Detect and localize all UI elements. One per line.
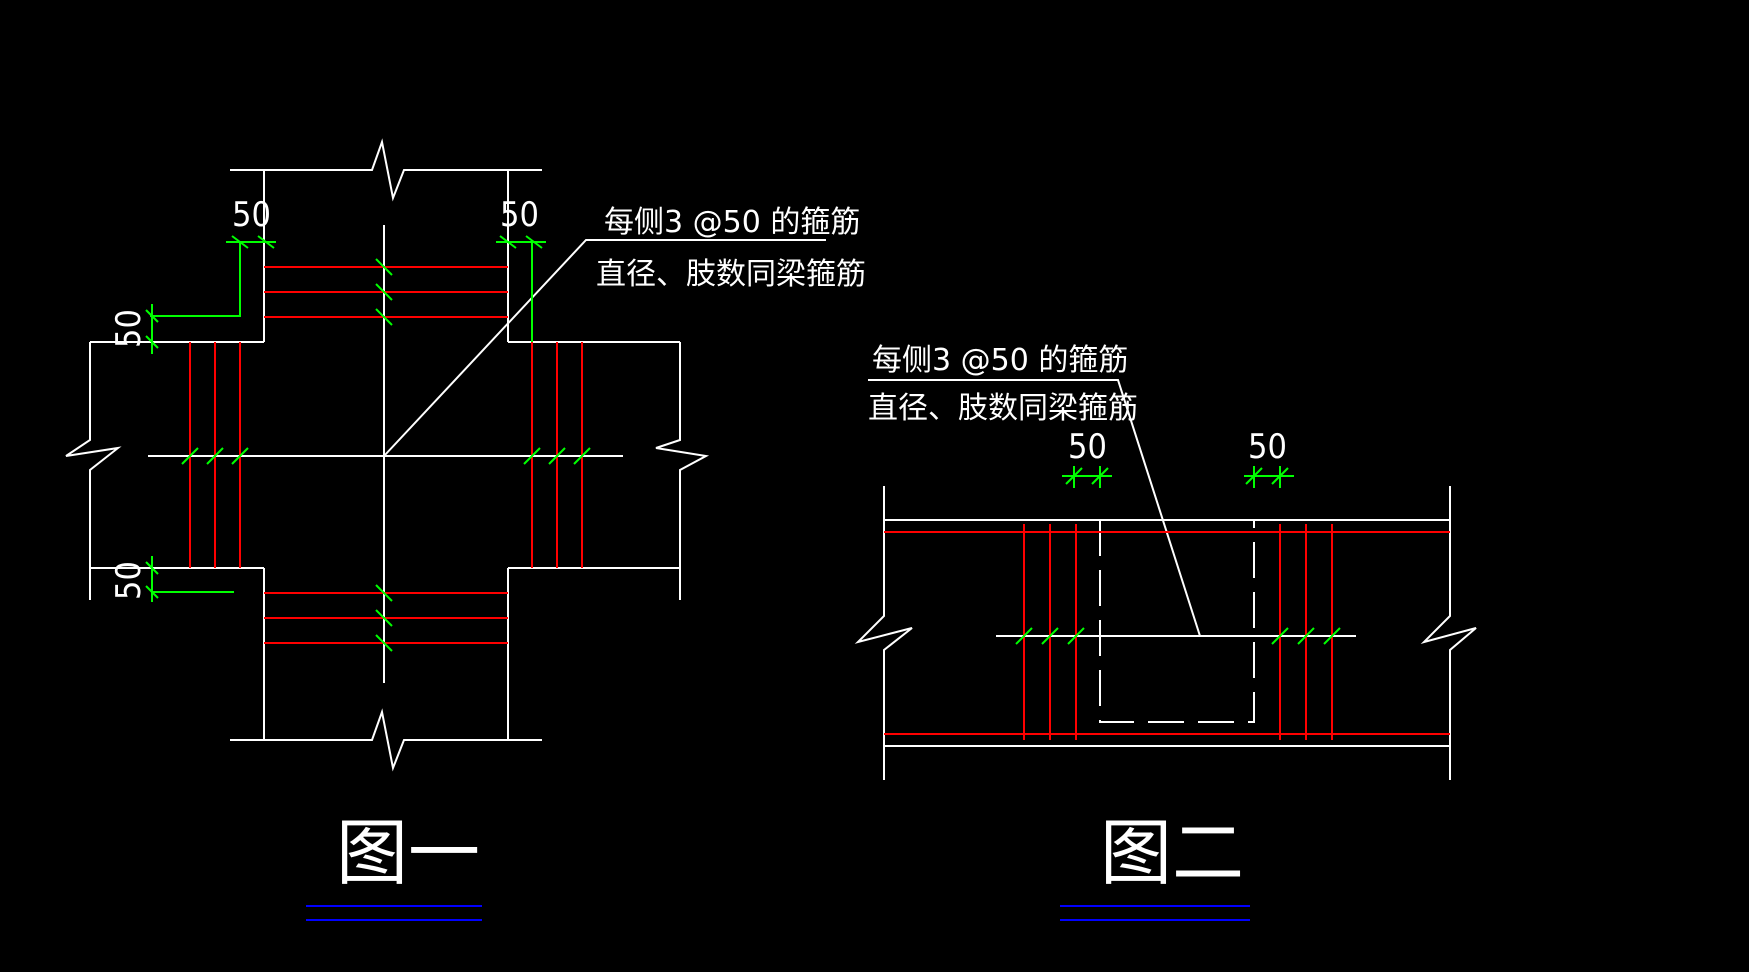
fig2-title: 图二	[1100, 811, 1244, 895]
fig2-note-line1: 每侧3 @50 的箍筋	[872, 343, 1128, 378]
fig1-dim-left-upper: 50	[109, 309, 149, 348]
fig1-beam-outline	[65, 138, 826, 772]
figure-1-beam-cross-intersection: 50 50 50 50 每侧3 @50 的箍筋 直径、肢数同梁箍筋 图一	[65, 138, 866, 921]
fig2-note-line2: 直径、肢数同梁箍筋	[868, 391, 1138, 426]
fig1-dim-left-lower: 50	[109, 561, 149, 600]
fig2-dim-left: 50	[1068, 427, 1107, 467]
fig1-note-line1: 每侧3 @50 的箍筋	[604, 205, 860, 240]
fig1-title: 图一	[336, 811, 480, 895]
fig1-axis-ticks	[181, 258, 591, 652]
fig2-rebar	[884, 524, 1450, 740]
fig2-title-underline	[1060, 905, 1250, 921]
fig1-dim-top-right: 50	[500, 195, 539, 235]
fig2-beam-outline	[854, 379, 1477, 780]
fig1-dim-top-left: 50	[232, 195, 271, 235]
fig2-dim-right: 50	[1248, 427, 1287, 467]
fig2-dimension-lines	[1062, 466, 1294, 488]
fig1-title-underline	[306, 905, 482, 921]
fig1-note-line2: 直径、肢数同梁箍筋	[596, 257, 866, 292]
fig1-dimension-lines	[145, 235, 546, 602]
fig2-axis-ticks	[1015, 627, 1341, 645]
figure-2-beam-longitudinal: 50 50 每侧3 @50 的箍筋 直径、肢数同梁箍筋 图二	[854, 343, 1477, 921]
